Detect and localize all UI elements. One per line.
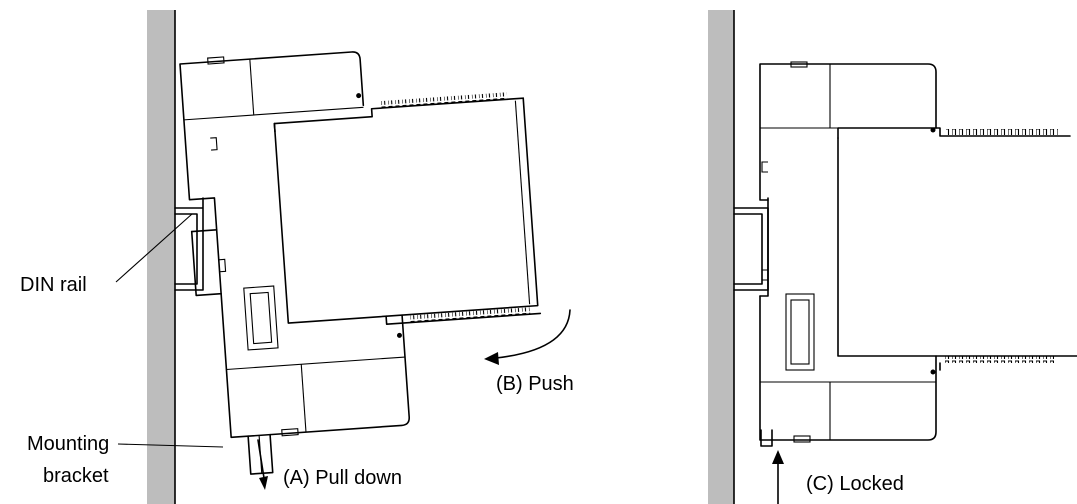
bracket-leader (117, 443, 224, 448)
right-panel-locked: (C) Locked (708, 10, 1077, 504)
pull-down-label: (A) Pull down (283, 467, 402, 489)
module-top-block-right (759, 63, 937, 201)
wall-left (147, 10, 175, 504)
module-bottom-block (220, 292, 410, 439)
terminal-teeth-bottom (410, 307, 531, 323)
locked-arrow-icon (772, 450, 784, 504)
push-arrow-icon (484, 309, 571, 365)
module-bottom-block-right (759, 295, 941, 441)
locked-label: (C) Locked (806, 473, 904, 495)
wall-right (708, 10, 734, 504)
left-panel-unlocking: DIN rail Mounting bracket (A) Pull down … (20, 10, 574, 504)
din-rail-right (733, 197, 769, 291)
locked-module (759, 61, 1077, 447)
mounting-bracket-right (760, 429, 773, 447)
din-rail-label: DIN rail (20, 274, 87, 296)
bracket-label: bracket (43, 465, 109, 487)
module-top-block (179, 51, 365, 233)
din-rail-leader (115, 213, 193, 283)
din-rail-left (174, 197, 204, 291)
tilted-module (179, 51, 542, 475)
push-label: (B) Push (496, 373, 574, 395)
pull-down-arrow-icon (257, 439, 268, 490)
module-front-face (273, 97, 539, 324)
screw-dot (356, 93, 362, 99)
terminal-teeth-bottom-right (944, 356, 1054, 363)
mounting-label: Mounting (27, 433, 109, 455)
terminal-teeth-top-right (946, 129, 1058, 136)
terminal-teeth-top (379, 92, 508, 109)
module-front-face-right (837, 137, 1077, 357)
